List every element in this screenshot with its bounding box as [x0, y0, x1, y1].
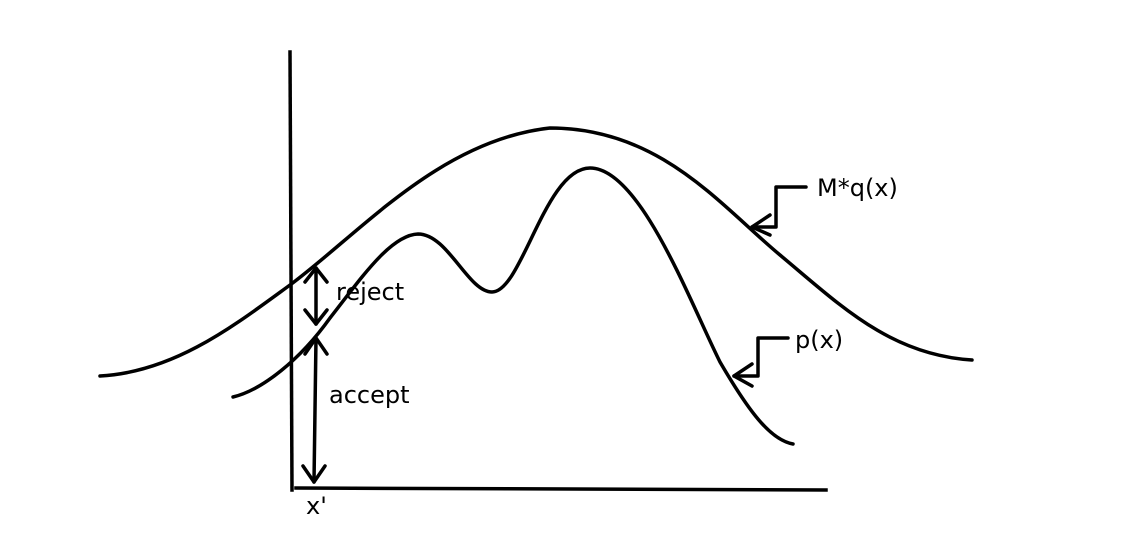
envelope-label: M*q(x): [817, 174, 898, 202]
sample-point-label: x': [306, 492, 327, 520]
accept-arrow: [301, 336, 329, 484]
reject-arrow: [303, 266, 329, 326]
envelope-curve: [98, 126, 974, 378]
accept-label: accept: [329, 381, 410, 409]
envelope-label-pointer: [750, 185, 808, 237]
target-density-curve: [231, 166, 795, 446]
target-label-pointer: [732, 336, 790, 388]
reject-label: reject: [336, 278, 404, 306]
target-label: p(x): [795, 326, 843, 354]
y-axis: [288, 50, 294, 492]
x-axis: [294, 486, 828, 492]
